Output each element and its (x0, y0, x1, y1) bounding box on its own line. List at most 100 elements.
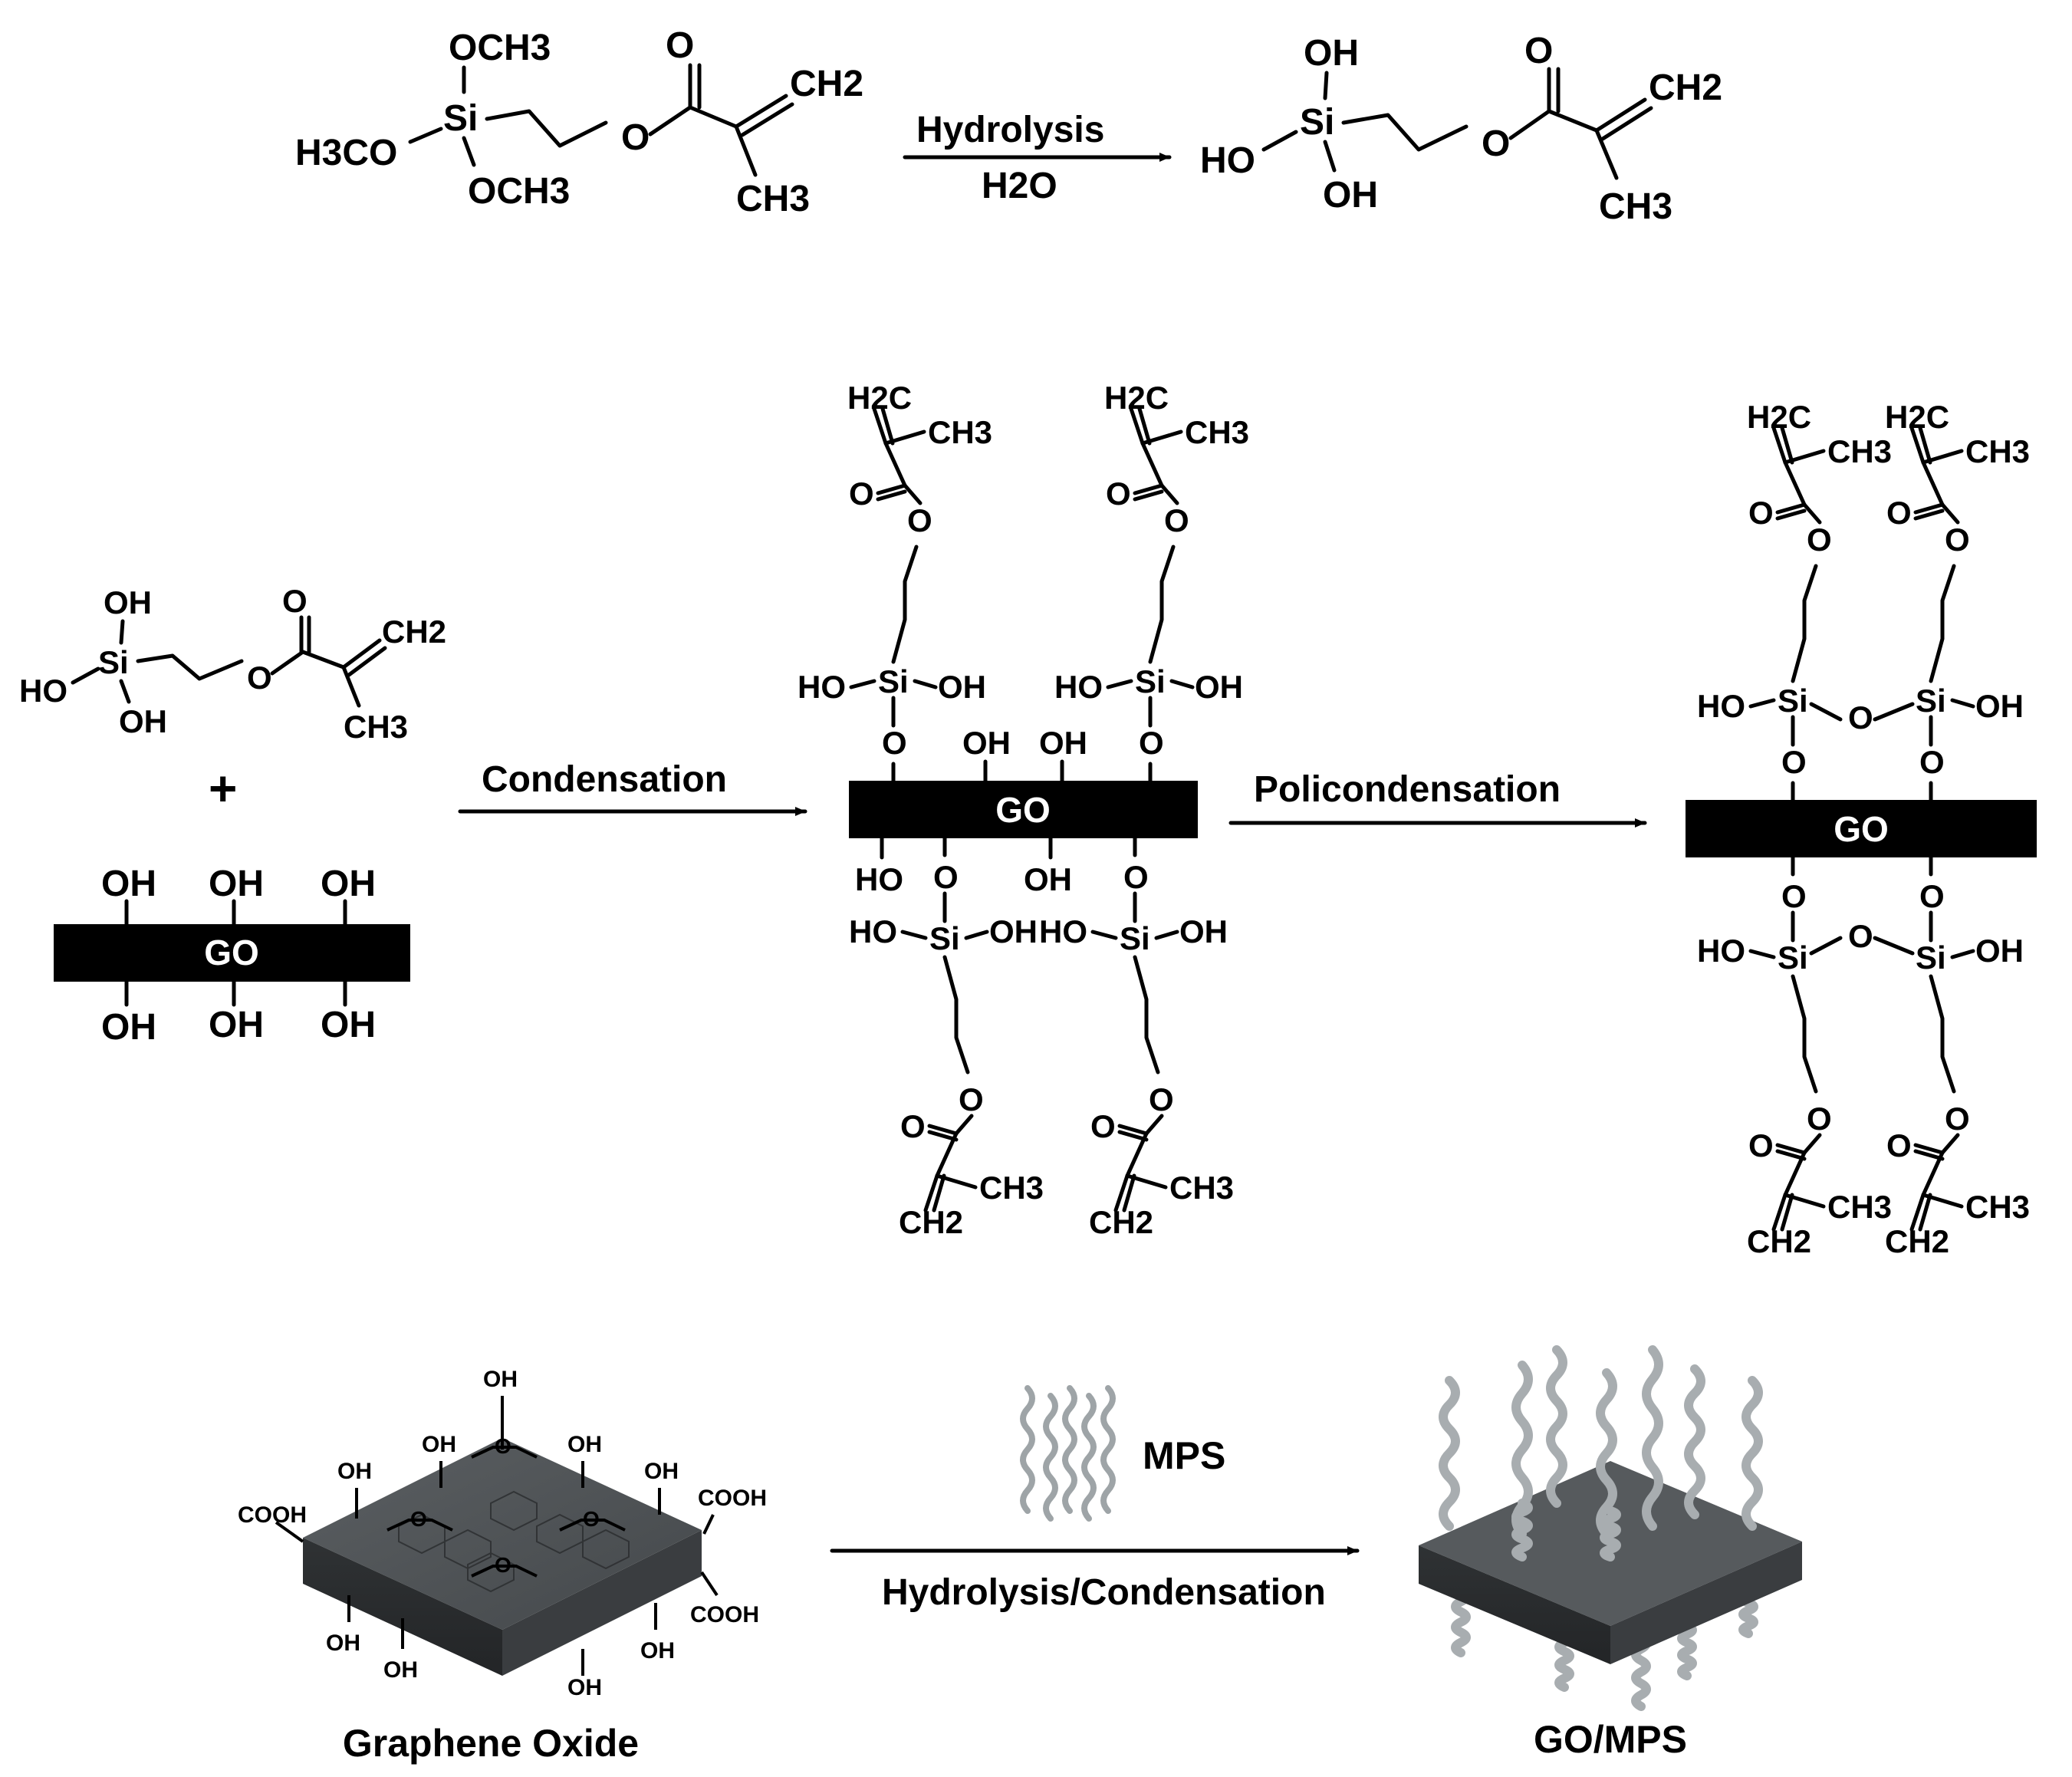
go-3d-group-0: OH (483, 1367, 518, 1392)
right-chain-top-right-ch3: CH3 (1965, 433, 2030, 469)
right-chain-top-left-o-carbonyl: O (1748, 495, 1774, 531)
mid-chain-top-right-ho: HO (1054, 669, 1103, 705)
product-ch2: CH2 (1649, 67, 1722, 108)
mid-chain-bottom-right-ch3: CH3 (1169, 1170, 1234, 1206)
mps-strand-2 (1062, 1385, 1077, 1514)
right-chain-bottom-left-o-ester: O (1807, 1101, 1832, 1137)
condensation-label: Condensation (482, 759, 727, 800)
mps-chain-up-3 (1596, 1368, 1617, 1538)
silanol-oh-top: OH (104, 584, 152, 620)
reactant-si: Si (443, 98, 478, 139)
mid-chain-bottom-right-o-link: O (1123, 859, 1149, 895)
mid-go-oh-top-1: OH (1039, 725, 1087, 761)
go-sheet-left: OH OH OH GO OH OH OH (54, 864, 410, 1048)
product-oh-top: OH (1304, 33, 1359, 74)
go-left-oh-5: OH (209, 1005, 264, 1045)
go-3d-group-1: OH (337, 1459, 372, 1484)
go-left-oh-1: OH (101, 864, 156, 904)
go-3d-group-10: OH (640, 1638, 675, 1663)
go-mps-slab (1419, 1345, 1802, 1711)
mid-chain-bottom-right-ch2: CH2 (1089, 1204, 1153, 1240)
right-chain-bottom-left-si: Si (1778, 940, 1808, 976)
right-chain-bottom-right-si: Si (1916, 940, 1946, 976)
go-middle-label: GO (995, 790, 1051, 830)
step1-product: OH Si HO OH O O CH2 CH3 (1200, 31, 1722, 227)
siloxane-bridge-o-1: O (1848, 918, 1873, 954)
right-chain-bottom-right-o-ester: O (1945, 1101, 1970, 1137)
plus-sign: + (209, 761, 237, 816)
right-chain-top-right-o-ester: O (1945, 522, 1970, 558)
right-chain-top-left-ho: HO (1697, 688, 1745, 724)
mid-chain-top-left-oh: OH (938, 669, 986, 705)
mid-chain-bottom-right-o-ester: O (1149, 1081, 1174, 1117)
reactant-o-ester: O (621, 117, 650, 158)
mps-label: MPS (1143, 1434, 1225, 1477)
right-chain-top-right-oh: OH (1975, 688, 2024, 724)
mid-chain-bottom-left-oh: OH (989, 913, 1038, 949)
mid-chain-bottom-right-ho: HO (1039, 913, 1087, 949)
right-chain-bottom-left-ch3: CH3 (1827, 1189, 1892, 1225)
mps-chain-up-5 (1684, 1364, 1705, 1519)
mps-chain-down-0 (1451, 1587, 1471, 1657)
mid-chain-bottom-left-ho: HO (849, 913, 897, 949)
hydrolysis-condensation-label: Hydrolysis/Condensation (882, 1572, 1326, 1613)
right-chain-bottom-left-o-link: O (1781, 878, 1807, 914)
siloxane-bridge-o-0: O (1848, 699, 1873, 735)
go-3d-group-2: OH (422, 1432, 456, 1457)
silanol-si: Si (98, 644, 129, 680)
hydrolysis-label: Hydrolysis (916, 110, 1104, 150)
mid-chain-top-right-si: Si (1135, 663, 1166, 699)
go-right-label: GO (1834, 809, 1889, 849)
mid-chain-bottom-left-ch2: CH2 (899, 1204, 963, 1240)
go-3d-group-8: OH (383, 1657, 418, 1683)
silanol-ho: HO (19, 673, 67, 709)
silanol-ch3: CH3 (344, 709, 408, 745)
mps-chain-up-2 (1546, 1345, 1567, 1508)
go-left-oh-6: OH (321, 1005, 376, 1045)
mid-chain-top-left-si: Si (878, 663, 909, 699)
mid-chain-top-right-o-link: O (1139, 725, 1164, 761)
mps-strand-1 (1043, 1393, 1058, 1522)
reactant-ch3: CH3 (736, 179, 810, 219)
mid-go-oh-top-0: OH (962, 725, 1011, 761)
right-chain-bottom-right-ch2: CH2 (1885, 1223, 1949, 1259)
mid-chain-top-left-o-carbonyl: O (849, 476, 874, 512)
right-chain-top-left-ch2: H2C (1747, 399, 1811, 435)
go-left-oh-3: OH (321, 864, 376, 904)
mps-chain-up-7 (1511, 1499, 1533, 1561)
mps-strand-0 (1020, 1385, 1035, 1514)
go-3d-group-6: COOH (238, 1502, 307, 1528)
step1-arrow: Hydrolysis H2O (903, 110, 1172, 206)
reactant-h3co: H3CO (295, 133, 397, 173)
mid-chain-top-left-o-link: O (882, 725, 907, 761)
go-mps-middle: GO (849, 781, 1198, 838)
mid-chain-top-left-ch2: H2C (847, 380, 912, 416)
go-mps-right: GO (1686, 800, 2037, 857)
go-3d-group-5: COOH (698, 1486, 767, 1511)
mid-go-oh-bottom-0: HO (855, 861, 903, 897)
go-left-label: GO (204, 933, 259, 972)
right-chain-top-right-ch2: H2C (1885, 399, 1949, 435)
right-chain-top-right-si: Si (1916, 683, 1946, 719)
reactant-o-carbonyl: O (666, 25, 694, 66)
right-chain-bottom-right-o-carbonyl: O (1886, 1127, 1912, 1163)
mid-chain-top-right-ch3: CH3 (1185, 414, 1249, 450)
mps-chain-up-4 (1642, 1345, 1663, 1531)
reactant-och3-bottom: OCH3 (468, 171, 570, 212)
right-chain-bottom-right-oh: OH (1975, 933, 2024, 969)
right-chain-bottom-right-o-link: O (1919, 878, 1945, 914)
graphene-oxide-caption: Graphene Oxide (343, 1722, 639, 1765)
right-chain-bottom-right-ch3: CH3 (1965, 1189, 2030, 1225)
go-left-oh-4: OH (101, 1007, 156, 1048)
mid-chain-bottom-left-si: Si (929, 920, 960, 956)
mid-chain-bottom-left-ch3: CH3 (979, 1170, 1044, 1206)
